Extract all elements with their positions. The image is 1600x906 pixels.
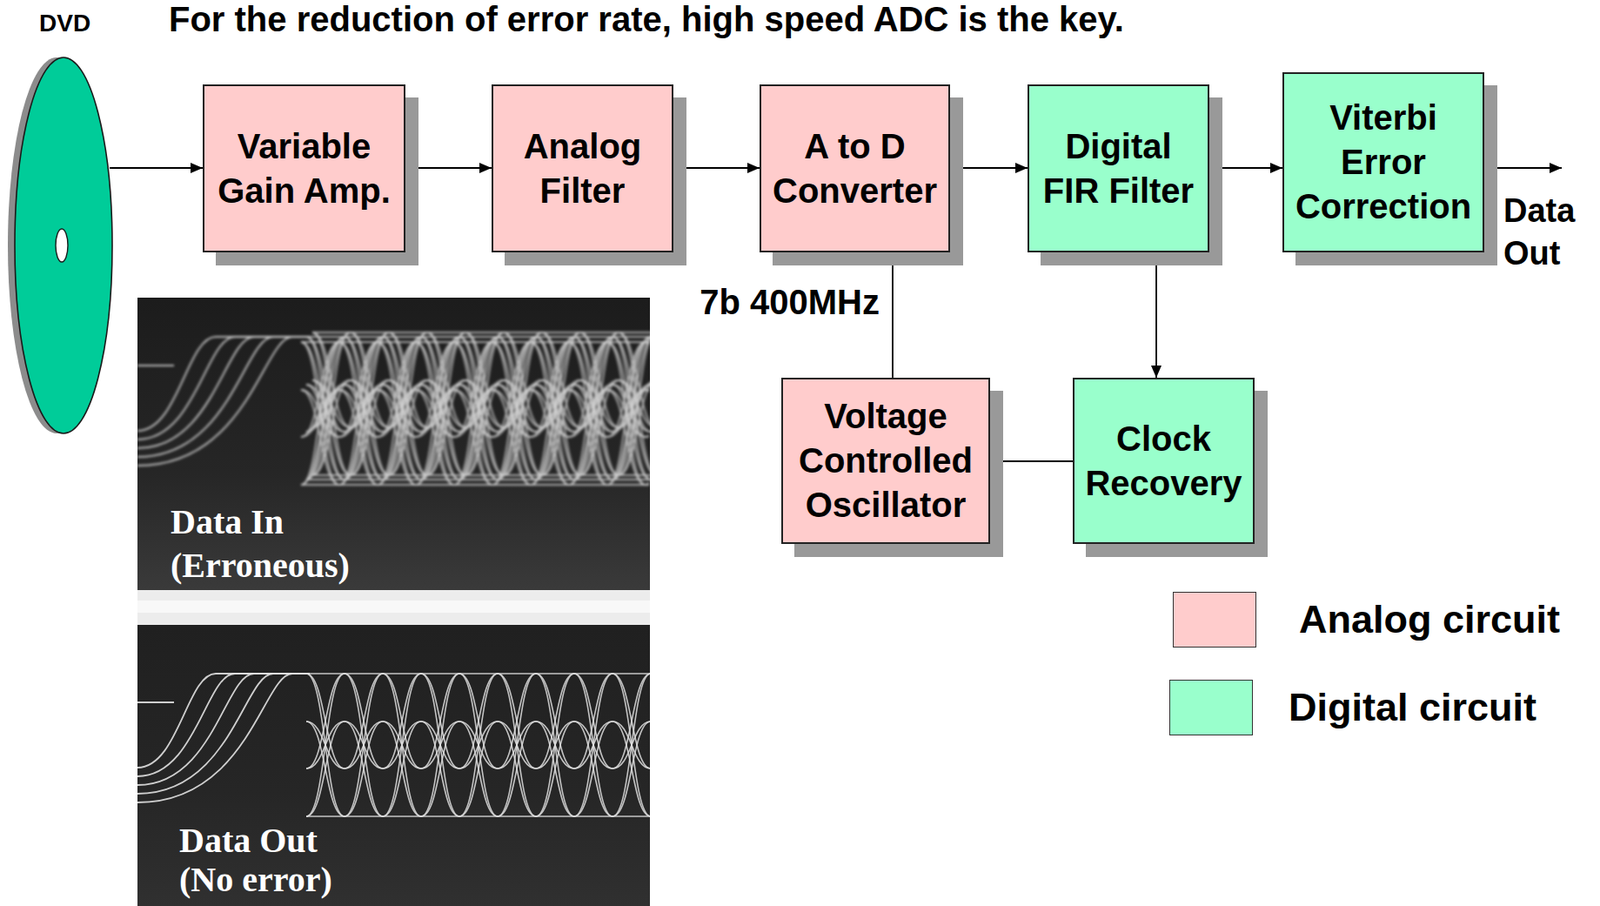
legend-text: Digital circuit [1288, 683, 1537, 731]
trace [137, 336, 310, 431]
photo-separator [137, 589, 650, 625]
connector [109, 167, 203, 169]
connector [950, 167, 1028, 169]
connector [405, 167, 492, 169]
output-arrow [1476, 167, 1562, 169]
disc-shape [8, 6, 110, 437]
connector [1155, 252, 1158, 378]
disc-label: DVD [8, 6, 110, 39]
legend-swatch [1169, 679, 1253, 736]
trace [137, 336, 310, 449]
blurred-traces [137, 323, 650, 494]
trace [137, 336, 310, 440]
process-box: Voltage Controlled Oscillator [781, 377, 991, 544]
box-text: Viterbi Error Correction [1292, 95, 1474, 228]
rising-edges [137, 673, 310, 803]
process-box: Viterbi Error Correction [1282, 72, 1485, 253]
box-text: Clock Recovery [1083, 416, 1245, 506]
connector [990, 460, 1073, 462]
legend-swatch [1172, 591, 1257, 648]
trace [137, 364, 175, 367]
box-text: A to D Converter [769, 124, 940, 214]
trace [137, 673, 310, 768]
process-box: Clock Recovery [1072, 377, 1255, 544]
process-box: Digital FIR Filter [1027, 84, 1210, 253]
text-label: Data In (Erroneous) [170, 500, 364, 588]
disc-face [14, 57, 113, 434]
eye-traces [306, 664, 650, 825]
edge-label: 7b 400MHz [697, 281, 882, 323]
process-box: Variable Gain Amp. [202, 84, 406, 253]
clean-eye-diagram [137, 664, 650, 825]
trace [137, 701, 175, 703]
photo-separator [137, 600, 650, 613]
connector [673, 167, 760, 169]
box-text: Digital FIR Filter [1037, 124, 1199, 214]
trace [137, 673, 310, 785]
dvd-disc: DVD [8, 6, 110, 437]
legend-text: Analog circuit [1298, 595, 1560, 643]
box-text: Voltage Controlled Oscillator [791, 394, 980, 527]
trace [137, 673, 310, 777]
eye-traces [301, 333, 650, 494]
trace [137, 336, 310, 466]
trace [137, 673, 310, 794]
connector [1209, 167, 1283, 169]
process-box: Analog Filter [491, 84, 674, 253]
trace [137, 673, 310, 803]
text-label: Data Out (No error) [179, 821, 373, 900]
rising-edges [137, 336, 310, 466]
process-box: A to D Converter [759, 84, 951, 253]
erroneous-eye-diagram [137, 323, 650, 494]
photo-background [137, 297, 650, 590]
connector [891, 252, 894, 378]
diagram-title: For the reduction of error rate, high sp… [168, 0, 1125, 39]
disc-hole [55, 228, 68, 262]
box-text: Variable Gain Amp. [213, 124, 395, 214]
box-text: Analog Filter [502, 124, 663, 214]
trace [137, 336, 310, 457]
text-label: Data Out [1503, 189, 1591, 276]
